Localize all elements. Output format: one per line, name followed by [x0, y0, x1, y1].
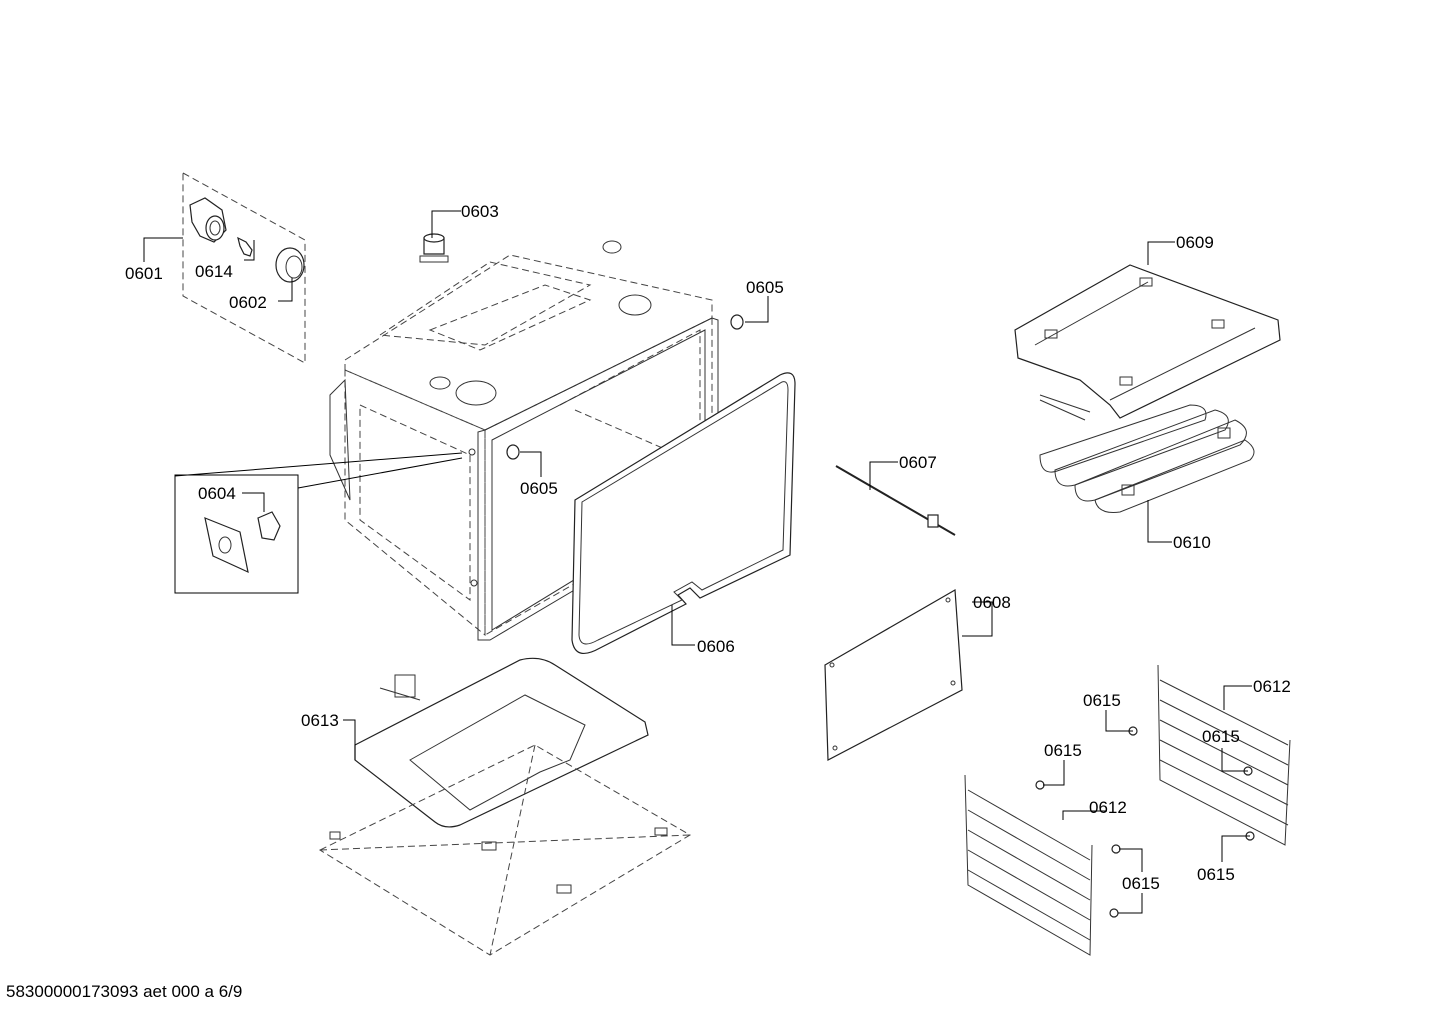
label-0609: 0609	[1176, 233, 1214, 252]
label-0615-e: 0615	[1197, 865, 1235, 884]
label-0601: 0601	[125, 264, 163, 283]
label-0612-right: 0612	[1253, 677, 1291, 696]
bottom-heater	[354, 657, 649, 828]
label-0615-c: 0615	[1044, 741, 1082, 760]
label-0615-a: 0615	[1083, 691, 1121, 710]
temperature-sensor	[835, 465, 956, 536]
drawing-reference: 58300000173093 aet 000 a 6/9	[6, 982, 243, 1001]
leader-lines	[143, 210, 1252, 914]
label-0613: 0613	[301, 711, 339, 730]
oven-floor	[318, 744, 691, 956]
shelf-support-left	[964, 774, 1093, 956]
back-panel	[824, 589, 963, 761]
label-0603: 0603	[461, 202, 499, 221]
label-0605-top: 0605	[746, 278, 784, 297]
label-0607: 0607	[899, 453, 937, 472]
label-0614: 0614	[195, 262, 233, 281]
label-0606: 0606	[697, 637, 735, 656]
heater-cover	[1014, 264, 1281, 419]
plug-parts	[506, 314, 744, 460]
label-0612-left: 0612	[1089, 798, 1127, 817]
lamp-assembly	[182, 172, 306, 364]
label-0608: 0608	[973, 593, 1011, 612]
label-0610: 0610	[1173, 533, 1211, 552]
label-0604: 0604	[198, 484, 236, 503]
part-labels: 0601 0614 0602 0603 0605 0605 0604 0606 …	[125, 202, 1291, 893]
door-gasket	[571, 372, 796, 655]
inset-detail-0604	[174, 452, 463, 594]
shelf-support-right	[1157, 664, 1291, 846]
light-socket-part	[419, 233, 449, 263]
label-0615-b: 0615	[1202, 727, 1240, 746]
label-0605-mid: 0605	[520, 479, 558, 498]
label-0615-d: 0615	[1122, 874, 1160, 893]
label-0602: 0602	[229, 293, 267, 312]
grill-heater	[1039, 394, 1255, 513]
